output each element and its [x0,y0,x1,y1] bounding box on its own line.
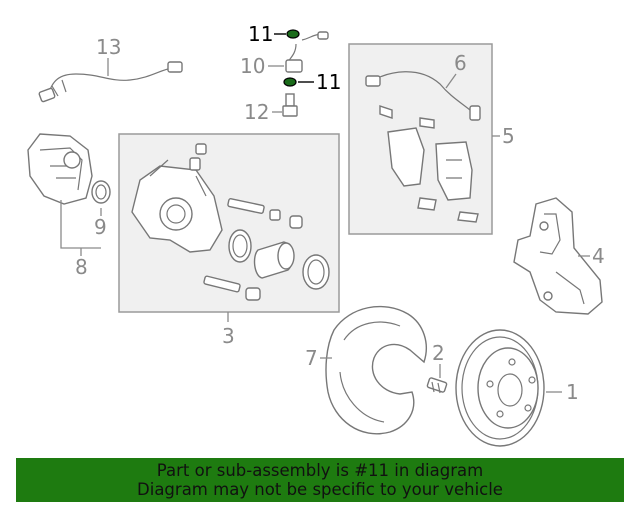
part-9-seal [91,180,111,204]
part-8-caliper-body [27,133,93,205]
callout-10: 10 [240,54,265,78]
part-2-wheel-stud [426,377,448,394]
callout-8: 8 [75,255,88,279]
callout-2: 2 [432,341,445,365]
part-1-brake-rotor [455,329,545,447]
callout-7: 7 [305,346,318,370]
leader-6 [445,73,457,89]
callout-11-bottom: 11 [316,70,341,94]
callout-12: 12 [244,100,269,124]
callout-6: 6 [454,51,467,75]
callout-4: 4 [592,244,605,268]
banner-line-2: Diagram may not be specific to your vehi… [137,480,503,499]
callout-11-top: 11 [248,22,273,46]
notice-banner: Part or sub-assembly is #11 in diagram D… [16,458,624,502]
callout-13: 13 [96,35,121,59]
part-13-speed-sensor-cable [38,61,183,103]
pad-kit-parts [365,71,481,223]
callout-5: 5 [502,124,515,148]
part-12-bolt [282,93,298,117]
part-10-bracket [285,31,329,73]
part-11-washer-bottom [283,77,297,87]
caliper-assembly-parts [131,143,330,301]
callout-1: 1 [566,380,579,404]
part-7-dust-shield [325,305,427,435]
leader-8-9 [60,200,102,249]
callout-9: 9 [94,215,107,239]
part-4-mounting-bracket [513,197,603,315]
part-11-washer-top [286,29,300,39]
banner-line-1: Part or sub-assembly is #11 in diagram [156,461,484,480]
callout-3: 3 [222,324,235,348]
